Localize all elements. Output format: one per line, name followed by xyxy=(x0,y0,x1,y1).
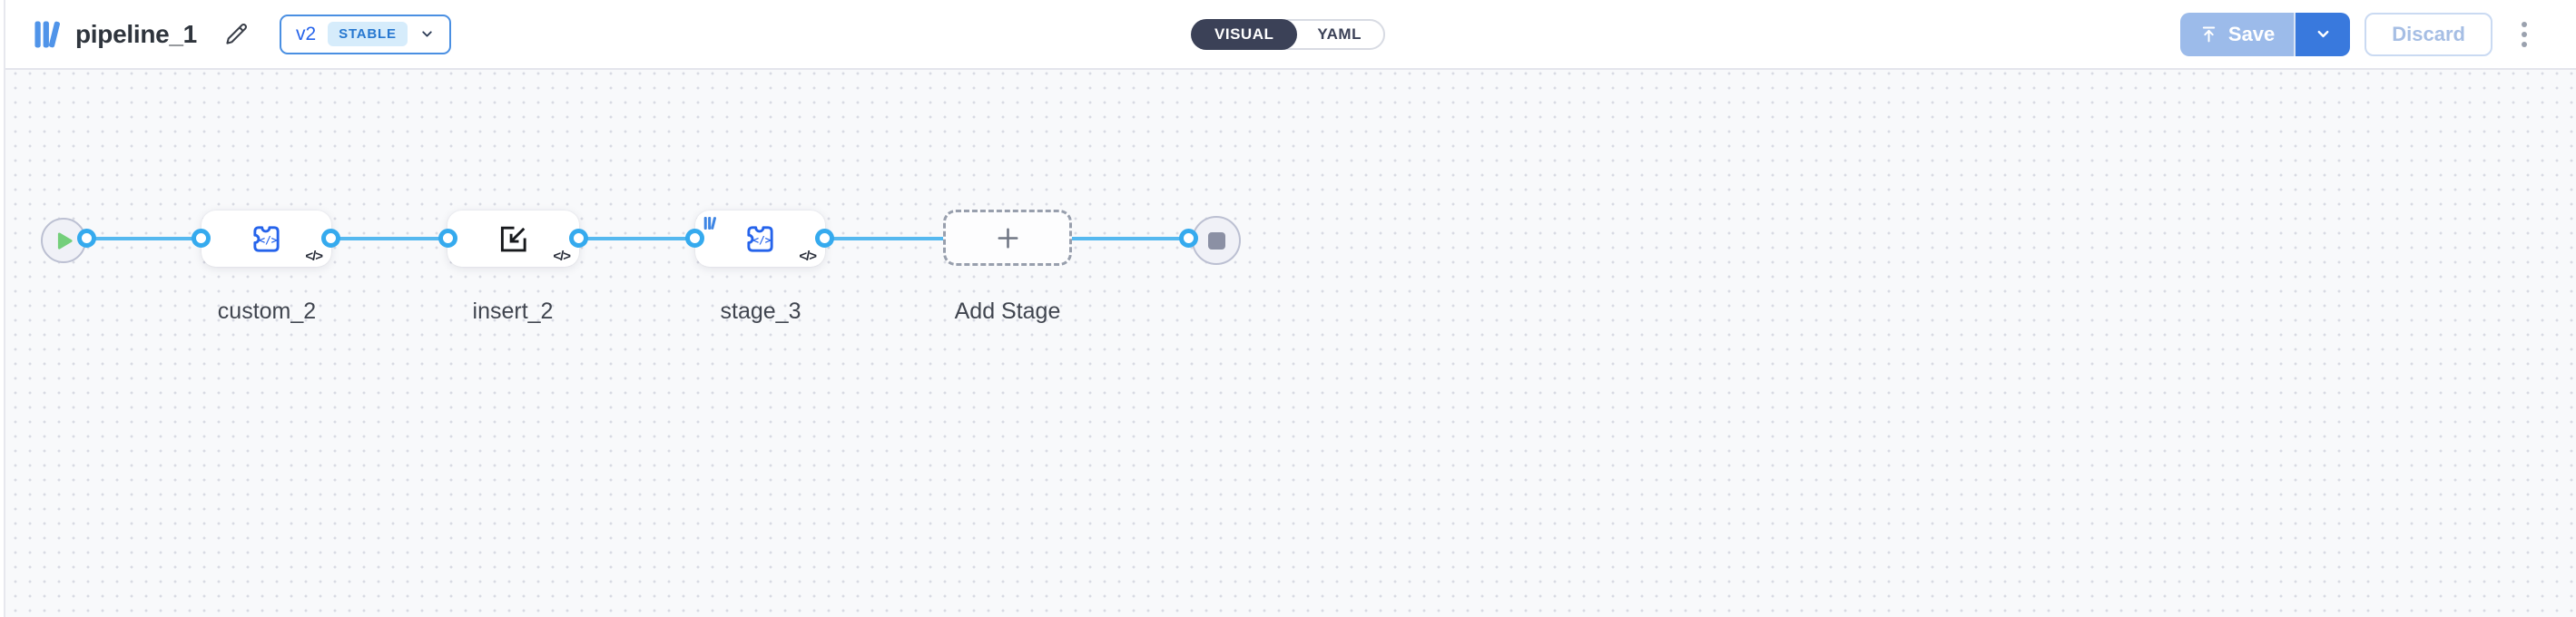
tab-visual[interactable]: VISUAL xyxy=(1191,18,1298,50)
version-label: v2 xyxy=(295,23,317,44)
chevron-down-icon xyxy=(2315,25,2332,43)
plus-icon xyxy=(994,224,1022,252)
node-custom-2[interactable]: </> </> xyxy=(202,211,331,267)
connector-port xyxy=(321,229,340,248)
custom-code-puzzle-icon: </> xyxy=(248,220,285,258)
node-label-add-stage: Add Stage xyxy=(954,299,1061,324)
save-split-button: Save xyxy=(2179,12,2351,56)
version-selector[interactable]: v2 STABLE xyxy=(279,14,451,54)
page-title: pipeline_1 xyxy=(75,19,197,48)
connector-port xyxy=(685,229,704,248)
save-options-button[interactable] xyxy=(2294,12,2351,56)
insert-arrow-icon xyxy=(495,220,532,258)
code-badge: </> xyxy=(305,249,323,264)
code-badge: </> xyxy=(553,249,571,264)
pipeline-canvas[interactable]: </> </> </> </> xyxy=(0,70,2576,617)
add-stage-button[interactable] xyxy=(943,210,1072,266)
toolbar-actions: Save Discard xyxy=(2179,12,2532,56)
code-badge: </> xyxy=(799,249,817,264)
connector-port xyxy=(815,229,834,248)
tab-yaml[interactable]: YAML xyxy=(1295,21,1383,48)
stage-logo-badge-icon xyxy=(703,216,717,230)
connector-port xyxy=(77,229,96,248)
connector-port xyxy=(1179,229,1198,248)
svg-text:</>: </> xyxy=(752,234,772,246)
node-label-custom-2: custom_2 xyxy=(217,299,317,324)
connector-port xyxy=(438,229,457,248)
pipeline-end-node[interactable] xyxy=(1192,216,1241,265)
view-mode-toggle: VISUAL YAML xyxy=(1191,18,1385,50)
connector-port xyxy=(192,229,211,248)
pipeline-start-node[interactable] xyxy=(41,218,86,263)
custom-code-puzzle-icon: </> xyxy=(742,220,779,258)
node-stage-3[interactable]: </> </> xyxy=(695,211,825,267)
version-status-badge: STABLE xyxy=(328,22,408,46)
stop-icon xyxy=(1207,231,1225,250)
app-logo-icon xyxy=(34,19,61,50)
play-icon xyxy=(56,231,74,250)
upload-icon xyxy=(2199,24,2218,44)
svg-text:</>: </> xyxy=(259,234,278,246)
discard-button[interactable]: Discard xyxy=(2365,12,2492,56)
node-insert-2[interactable]: </> xyxy=(447,211,579,267)
more-vertical-icon xyxy=(2522,21,2527,27)
save-button[interactable]: Save xyxy=(2179,12,2295,56)
more-options-button[interactable] xyxy=(2516,15,2532,54)
pipeline-brand: pipeline_1 v2 STABLE xyxy=(34,14,451,54)
panel-left-edge xyxy=(0,0,5,617)
save-button-label: Save xyxy=(2227,22,2276,45)
chevron-down-icon xyxy=(419,26,435,42)
connector-port xyxy=(569,229,588,248)
pipeline-toolbar: pipeline_1 v2 STABLE VISUAL YAML xyxy=(0,0,2576,70)
pencil-icon xyxy=(222,20,251,48)
node-label-insert-2: insert_2 xyxy=(472,299,554,324)
edit-title-button[interactable] xyxy=(222,20,251,48)
pipeline-wire xyxy=(64,237,1216,240)
node-label-stage-3: stage_3 xyxy=(720,299,801,324)
